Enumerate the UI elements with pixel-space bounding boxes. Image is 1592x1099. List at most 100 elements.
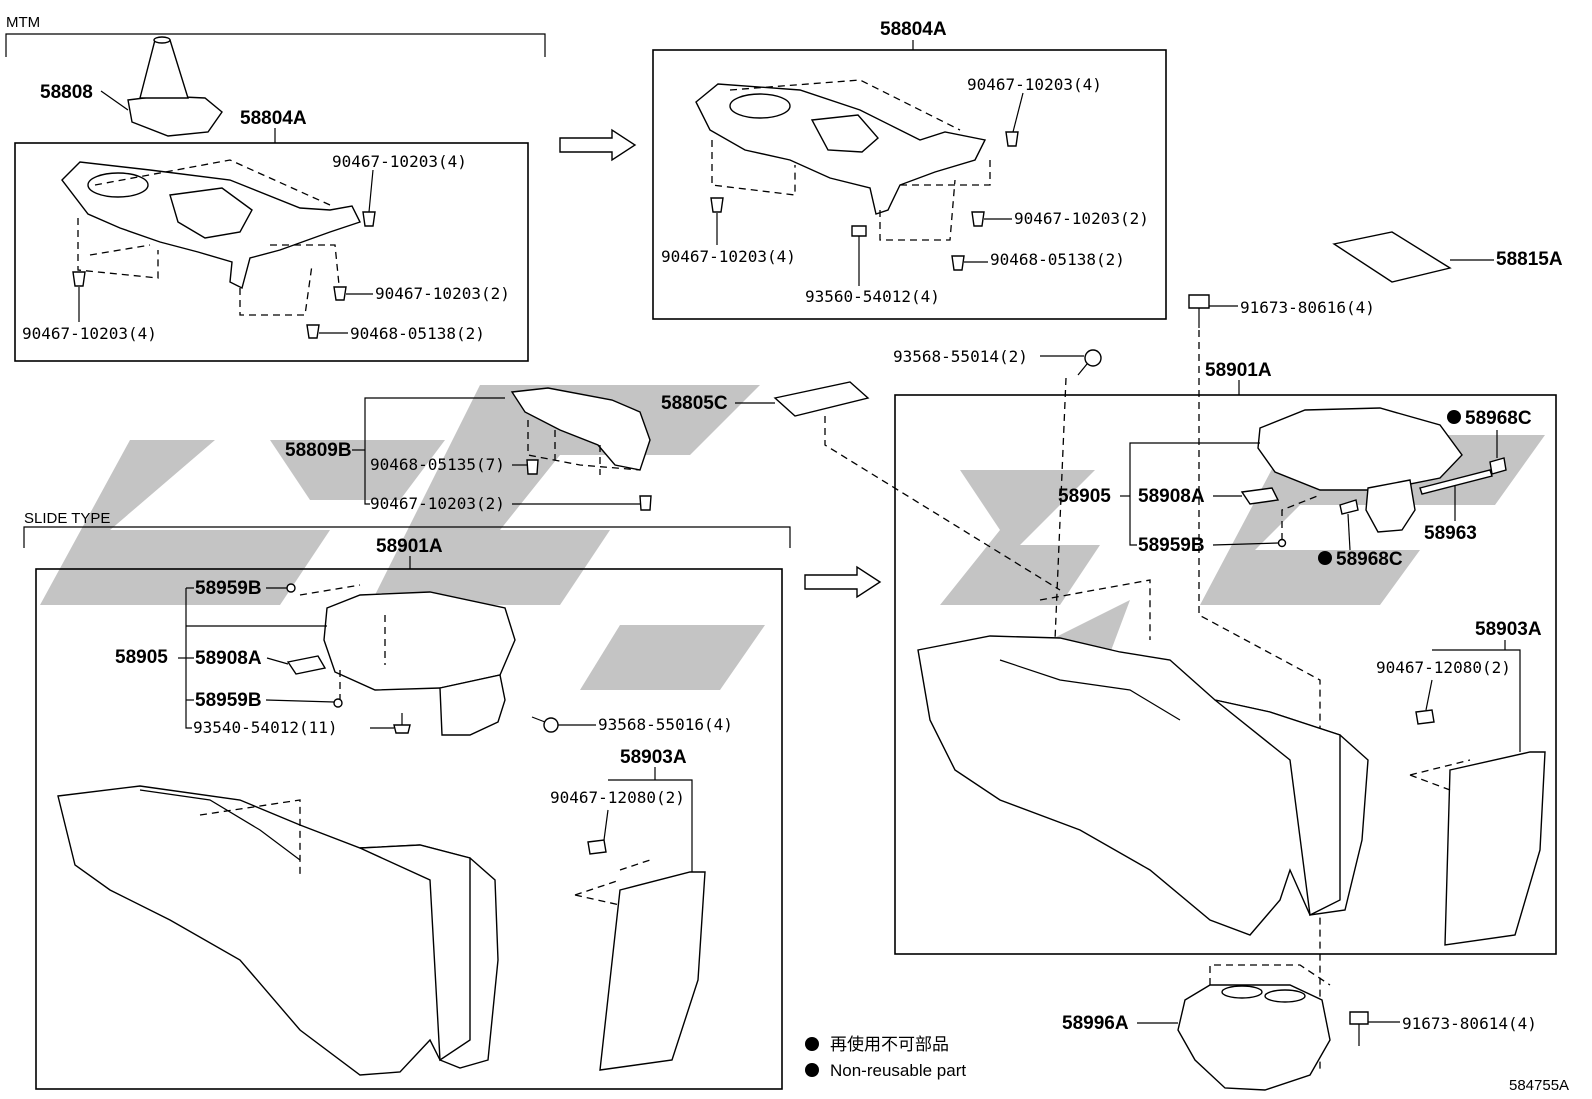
alt-screw-part: [851, 225, 867, 248]
label-right-screw-top: 93568-55014(2): [893, 347, 1028, 366]
middle-section: 58809B 90468-05135(7) 90467-10203(2) 588…: [285, 381, 1061, 591]
label-58996A: 58996A: [1062, 1013, 1129, 1034]
legend-dot-jp: [805, 1037, 819, 1051]
right-plate-part: [1240, 487, 1280, 505]
right-console-body: [917, 579, 1369, 936]
cup-holder-part: [1177, 964, 1331, 1091]
alt-clip-top-part: [1005, 131, 1019, 147]
alt-upper-panel: [695, 79, 991, 241]
label-mtm-clip-bottom: 90468-05138(2): [350, 324, 485, 343]
mtm-bracket: [5, 33, 546, 57]
right-screw-top-part: [1077, 349, 1102, 376]
label-right-hinge: 58959B: [1138, 535, 1205, 556]
slide-bracket: [23, 526, 791, 548]
label-right-side-panel: 58903A: [1475, 619, 1542, 640]
slide-hinge-top-part: [286, 583, 296, 593]
mtm-section: MTM 58808 58804A 90467-10203(4): [5, 14, 546, 362]
mtm-clip-bottom-part: [306, 324, 320, 339]
watermark-shape-2: [270, 440, 445, 500]
label-58808: 58808: [40, 82, 93, 103]
label-mtm-clip-top: 90467-10203(4): [332, 152, 467, 171]
right-box-title: 58901A: [1205, 360, 1272, 381]
slide-lid-part: [299, 584, 516, 736]
label-bottom-bolt: 91673-80614(4): [1402, 1014, 1537, 1033]
slide-side-clip-part: [587, 839, 607, 855]
slide-side-panel-part: [574, 859, 706, 1071]
mat-58815A-part: [1332, 231, 1452, 283]
label-58815A: 58815A: [1496, 249, 1563, 270]
mtm-clip-left-part: [72, 271, 86, 287]
legend-en: Non-reusable part: [830, 1061, 966, 1080]
mtm-box-title: 58804A: [240, 108, 307, 129]
label-mtm-clip-left: 90467-10203(4): [22, 324, 157, 343]
bottom-bolt-part: [1349, 1011, 1369, 1046]
label-middle-clip-a: 90468-05135(7): [370, 455, 505, 474]
label-slide-side-clip: 90467-12080(2): [550, 788, 685, 807]
label-slide-side-panel: 58903A: [620, 747, 687, 768]
label-58809B: 58809B: [285, 440, 352, 461]
right-hinge-part: [1277, 538, 1287, 548]
mtm-upper-panel: [61, 159, 361, 316]
right-latch-part: [1339, 457, 1507, 533]
label-alt-screw: 93560-54012(4): [805, 287, 940, 306]
legend-jp: 再使用不可部品: [830, 1034, 949, 1054]
label-right-pin: 58963: [1424, 523, 1477, 544]
cover-58805C-part: [773, 381, 870, 417]
middle-clip-a-part: [526, 459, 539, 475]
right-lid-part: [1257, 407, 1463, 491]
watermark-shape-3: [370, 385, 760, 605]
slide-hinge-bottom-part: [333, 698, 343, 708]
middle-panel-part: [510, 387, 651, 475]
alt-clip-bottom-part: [951, 255, 965, 271]
right-bolt-top-part: [1188, 294, 1210, 328]
right-hinge-leader: [1281, 494, 1321, 540]
label-right-lid: 58905: [1058, 486, 1111, 507]
shift-boot-part: [127, 36, 223, 137]
slide-console-body: [57, 785, 499, 1076]
alt-clip-right-part: [971, 211, 985, 227]
right-section: 58815A 91673-80616(4) 93568-55014(2) 589…: [893, 231, 1563, 1070]
label-slide-screw-a: 93540-54012(11): [193, 718, 338, 737]
label-alt-clip-bottom: 90468-05138(2): [990, 250, 1125, 269]
label-slide-hinge-top: 58959B: [195, 578, 262, 599]
label-slide-lid: 58905: [115, 647, 168, 668]
arrow-right-icon-2: [804, 565, 882, 599]
cover-leader: [824, 416, 1061, 591]
watermark-shape-4: [580, 625, 765, 690]
label-slide-hinge-bottom: 58959B: [195, 690, 262, 711]
label-middle-clip-b: 90467-10203(2): [370, 494, 505, 513]
bottom-section: 58996A 91673-80614(4): [1062, 964, 1537, 1091]
slide-section: SLIDE TYPE 58901A 58905 58959B 58908A: [23, 510, 791, 1090]
alt-panel-section: 58804A 90467-10203(4) 90467-10203(2) 904…: [652, 19, 1167, 320]
nonreusable-dot-2: [1318, 551, 1332, 565]
slide-plate-part: [286, 655, 327, 675]
slide-screw-a-part: [393, 713, 411, 734]
label-slide-plate: 58908A: [195, 648, 262, 669]
figure-id: 584755A: [1509, 1077, 1569, 1094]
watermark-shape-5: [940, 470, 1100, 605]
label-alt-clip-top: 90467-10203(4): [967, 75, 1102, 94]
slide-box-title: 58901A: [376, 536, 443, 557]
slide-screw-b-part: [531, 716, 559, 733]
middle-clip-b-part: [639, 495, 652, 511]
right-side-clip-part: [1415, 709, 1435, 725]
alt-box-title: 58804A: [880, 19, 947, 40]
label-58805C: 58805C: [661, 393, 728, 414]
label-right-plate: 58908A: [1138, 486, 1205, 507]
right-box: [894, 394, 1557, 955]
watermark-shape-1: [40, 440, 330, 605]
label-right-bolt-top: 91673-80616(4): [1240, 298, 1375, 317]
right-side-panel-part: [1409, 751, 1546, 946]
label-slide-screw-b: 93568-55016(4): [598, 715, 733, 734]
legend-dot-en: [805, 1063, 819, 1077]
label-mtm-clip-right: 90467-10203(2): [375, 284, 510, 303]
label-right-clip-c2: 58968C: [1336, 549, 1403, 570]
label-alt-clip-right: 90467-10203(2): [1014, 209, 1149, 228]
legend: 再使用不可部品 Non-reusable part: [805, 1034, 966, 1080]
label-right-clip-c1: 58968C: [1465, 408, 1532, 429]
slide-box: [35, 568, 783, 1090]
mtm-box: [14, 142, 529, 362]
slide-type-label: SLIDE TYPE: [24, 510, 110, 527]
